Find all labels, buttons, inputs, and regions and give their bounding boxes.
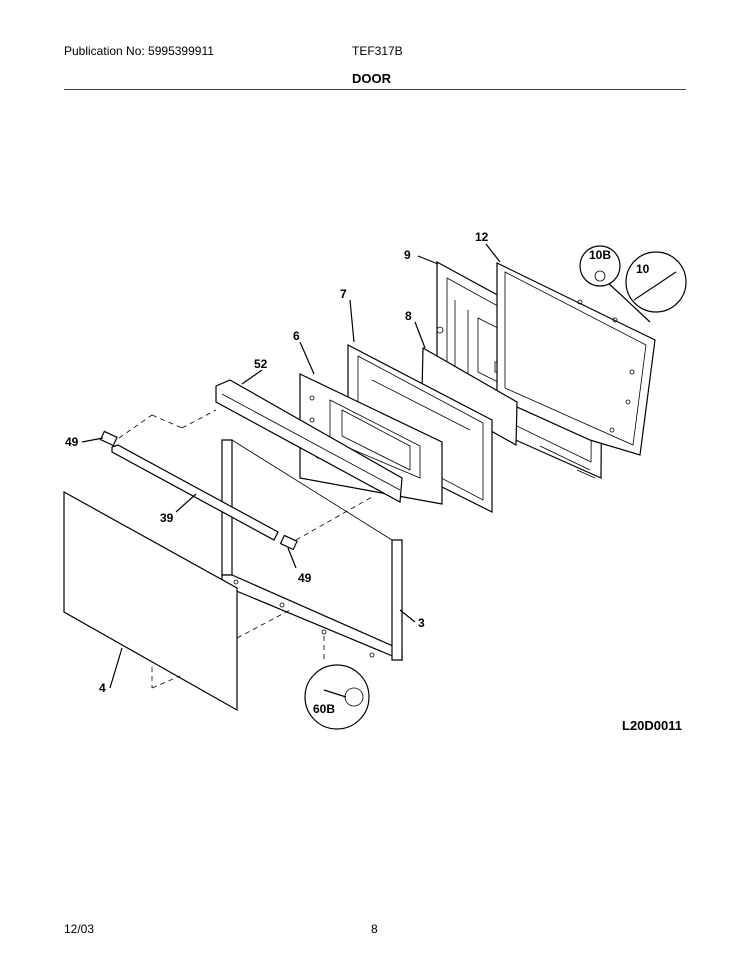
footer-date: 12/03 — [64, 922, 95, 936]
callout-49-left: 49 — [65, 435, 79, 449]
washer-icon — [594, 270, 606, 282]
screw-detail-circle — [304, 664, 370, 730]
handle-trim — [215, 379, 403, 503]
end-clip-left — [99, 430, 118, 447]
publication-number: Publication No: 5995399911 — [64, 44, 214, 58]
callout-3: 3 — [418, 616, 425, 630]
callout-6: 6 — [293, 329, 300, 343]
callout-8: 8 — [405, 309, 412, 323]
callout-7: 7 — [340, 287, 347, 301]
bolt-icon — [633, 271, 677, 301]
header-divider — [64, 89, 686, 90]
bolt-detail-circle — [625, 251, 687, 313]
callout-10b: 10B — [589, 248, 611, 262]
end-clip-right — [279, 534, 298, 551]
page-number: 8 — [371, 922, 378, 936]
section-title: DOOR — [352, 71, 391, 86]
washer-detail-circle — [579, 245, 621, 287]
diagram-code: L20D0011 — [622, 718, 682, 733]
callout-9: 9 — [404, 248, 411, 262]
callout-4: 4 — [99, 681, 106, 695]
callout-52: 52 — [254, 357, 268, 371]
door-liner — [496, 262, 656, 479]
model-number: TEF317B — [352, 44, 403, 58]
trim-strip — [111, 444, 279, 541]
callout-60b: 60B — [313, 702, 335, 716]
callout-10: 10 — [636, 262, 650, 276]
callout-12: 12 — [475, 230, 489, 244]
callout-49-right: 49 — [298, 571, 312, 585]
callout-39: 39 — [160, 511, 174, 525]
front-glass-panel — [63, 490, 238, 712]
insulation-pad — [421, 346, 518, 447]
